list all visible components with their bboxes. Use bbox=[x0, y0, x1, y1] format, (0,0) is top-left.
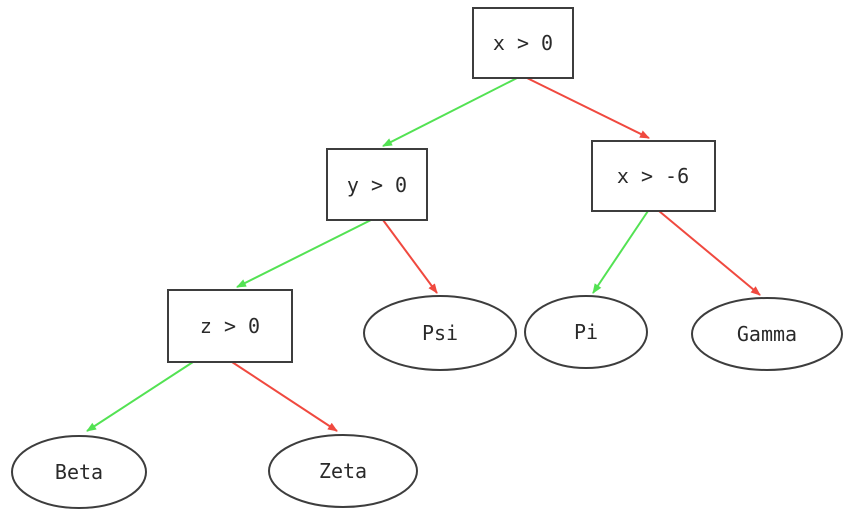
decision-node-y-box bbox=[326, 148, 428, 221]
decision-node-z-box bbox=[167, 289, 293, 363]
leaf-node-pi-label: Pi bbox=[574, 320, 598, 344]
decision-node-root-box bbox=[472, 7, 574, 79]
decision-node-root-label: x > 0 bbox=[493, 31, 553, 55]
edge-x6-node-true-to-pi bbox=[592, 210, 649, 294]
edge-root-false-to-x6-node bbox=[526, 77, 650, 139]
leaf-node-zeta: Zeta bbox=[268, 434, 418, 508]
leaf-node-gamma-ellipse bbox=[691, 297, 843, 371]
leaf-node-psi: Psi bbox=[363, 295, 517, 371]
leaf-node-pi-ellipse bbox=[524, 295, 648, 369]
leaf-node-beta-ellipse bbox=[11, 435, 147, 509]
edge-y-node-false-to-psi bbox=[382, 219, 438, 294]
decision-node-x6: x > -6 bbox=[591, 140, 716, 212]
decision-node-x6-box bbox=[591, 140, 716, 212]
leaf-node-pi: Pi bbox=[524, 295, 648, 369]
leaf-node-gamma-label: Gamma bbox=[737, 322, 797, 346]
leaf-node-psi-label: Psi bbox=[422, 321, 458, 345]
decision-node-x6-label: x > -6 bbox=[617, 164, 689, 188]
edge-z-node-true-to-beta bbox=[86, 361, 194, 432]
leaf-node-psi-ellipse bbox=[363, 295, 517, 371]
decision-node-y: y > 0 bbox=[326, 148, 428, 221]
edge-y-node-true-to-z-node bbox=[236, 219, 372, 288]
edge-z-node-false-to-zeta bbox=[231, 361, 338, 432]
leaf-node-zeta-label: Zeta bbox=[319, 459, 367, 483]
edge-root-true-to-y-node bbox=[382, 77, 518, 147]
edge-x6-node-false-to-gamma bbox=[658, 210, 761, 296]
decision-node-y-label: y > 0 bbox=[347, 173, 407, 197]
decision-node-z-label: z > 0 bbox=[200, 314, 260, 338]
leaf-node-gamma: Gamma bbox=[691, 297, 843, 371]
edge-layer bbox=[86, 77, 761, 432]
decision-node-root: x > 0 bbox=[472, 7, 574, 79]
leaf-node-zeta-ellipse bbox=[268, 434, 418, 508]
decision-node-z: z > 0 bbox=[167, 289, 293, 363]
leaf-node-beta: Beta bbox=[11, 435, 147, 509]
leaf-node-beta-label: Beta bbox=[55, 460, 103, 484]
